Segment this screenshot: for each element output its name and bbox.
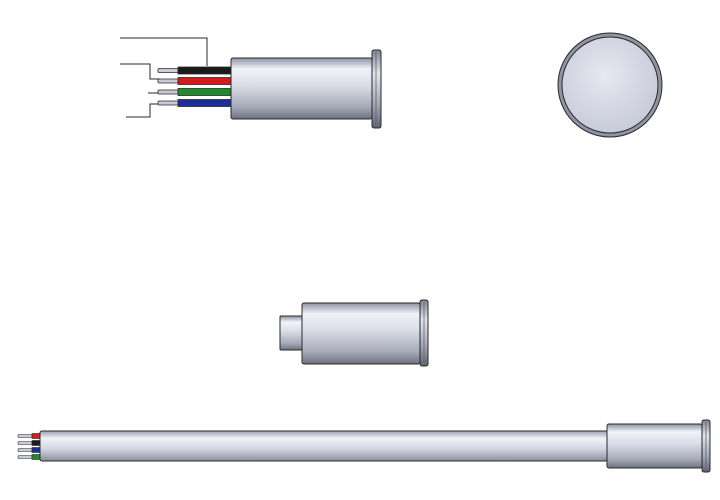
side-view-plug <box>279 299 429 367</box>
insulated-wires <box>177 66 233 107</box>
end-view-face <box>561 36 659 134</box>
cable-tip-3 <box>17 448 33 452</box>
cable-tip-1 <box>17 434 33 438</box>
conductor-tip-red <box>157 78 179 84</box>
sensor-flange <box>371 49 382 129</box>
wire-red <box>177 77 233 85</box>
sensor-body-plug-view <box>301 302 421 365</box>
end-view <box>557 32 663 138</box>
leader-line-black <box>120 37 208 66</box>
leader-line-red <box>120 63 160 80</box>
cable-tip-4 <box>17 455 33 459</box>
wire-green <box>177 88 233 96</box>
leader-lines <box>120 37 208 118</box>
plug-stub <box>279 315 303 351</box>
cable-tip-2 <box>17 441 33 445</box>
conductor-tip-green <box>157 89 179 95</box>
leader-line-blue <box>126 103 160 118</box>
sensor-body-cable-view <box>606 423 703 469</box>
conductor-tip-black <box>157 68 179 73</box>
wire-blue <box>177 99 233 107</box>
conductor-tip-blue <box>157 100 179 106</box>
conductor-tips <box>157 68 179 106</box>
cable-assembly <box>17 419 711 473</box>
side-view-with-wires <box>120 37 382 129</box>
wire-black <box>177 66 233 75</box>
sensor-body <box>230 57 373 120</box>
cable-jacket <box>39 430 609 462</box>
cable-conductor-tips <box>17 434 33 459</box>
